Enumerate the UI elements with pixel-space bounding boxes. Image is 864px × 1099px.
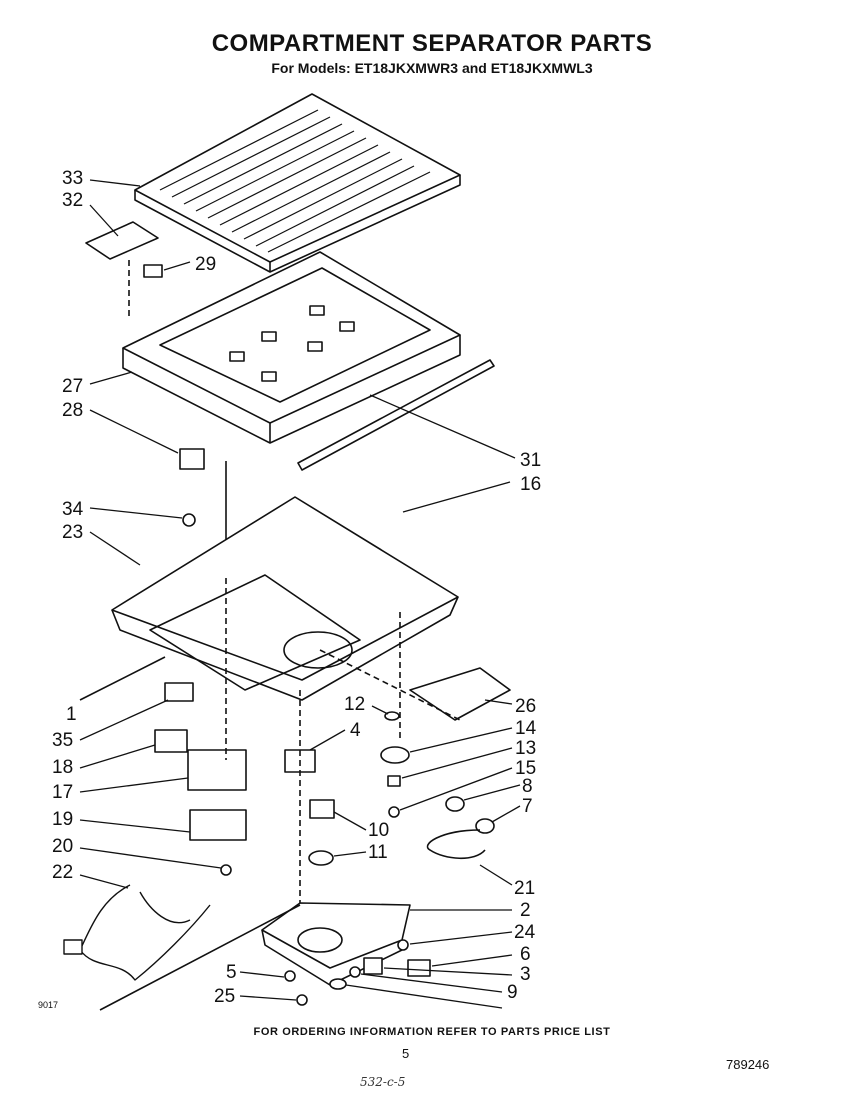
part-28-block [179,448,205,470]
callout: 17 [52,782,73,803]
callout: 6 [520,944,531,965]
part-23-separator-pan [111,496,459,701]
part-11-grommet [308,850,334,866]
callout: 27 [62,376,83,397]
callout: 22 [52,862,73,883]
part-7-socket [475,818,495,834]
part-18-insulator [154,729,188,753]
callout: 18 [52,757,73,778]
callout: 32 [62,190,83,211]
callout-labels: 33 32 29 27 28 31 16 34 23 1 35 18 17 19… [52,168,541,1007]
figure-code: 9017 [38,1000,59,1010]
part-10-switch [309,799,335,819]
part-13-pin [387,775,401,787]
callout: 11 [368,842,388,863]
callout: 24 [514,922,536,943]
part-12-washer [384,711,400,721]
part-19-control [189,809,247,841]
callout: 28 [62,400,83,421]
model-subtitle: For Models: ET18JKXMWR3 and ET18JKXMWL3 [271,60,593,76]
page-number: 5 [402,1046,410,1061]
part-22-wire-harness [63,884,211,981]
callout: 12 [344,694,365,715]
callout: 20 [52,836,73,857]
callout: 9 [507,982,518,1003]
document-number: 789246 [726,1057,770,1072]
part-8-lamp [445,796,465,812]
callout: 19 [52,809,73,830]
part-5-screw [284,970,296,982]
callout: 26 [515,696,536,717]
page-title: COMPARTMENT SEPARATOR PARTS [211,30,653,57]
callout: 5 [226,962,237,983]
part-9-washer [329,978,347,990]
callout: 4 [350,720,361,741]
callout: 14 [515,718,537,739]
part-34-plug [182,513,196,527]
part-31-gasket-strip [297,359,495,471]
part-33-shelf-grille [134,93,461,273]
callout: 29 [195,254,216,275]
callout: 33 [62,168,83,189]
part-32-label [85,221,159,260]
callout: 16 [520,474,541,495]
callout: 7 [522,796,533,817]
callout: 35 [52,730,73,751]
callout: 3 [520,964,531,985]
part-27-separator-frame [122,251,461,444]
part-15-screw [388,806,400,818]
part-3-terminal [363,957,383,975]
ordering-note: FOR ORDERING INFORMATION REFER TO PARTS … [253,1026,611,1038]
part-21-lead [426,829,486,860]
callout: 31 [520,450,541,471]
part-2-base-cover [261,902,411,986]
callout: 13 [515,738,536,759]
part-35-bracket [164,682,194,702]
callout: 21 [514,878,535,899]
callout: 1 [66,704,77,725]
part-29-clip [143,264,163,278]
part-17-housing [187,749,247,791]
part-6-connector [407,959,431,977]
part-24-screw [397,939,409,951]
part-26-duct [409,667,511,721]
callout: 2 [520,900,531,921]
part-25-screw [349,966,361,978]
callout: 34 [62,499,84,520]
callout: 25 [214,986,235,1007]
callout: 8 [522,776,533,797]
part-14-bushing [380,746,410,764]
part-20-screw [220,864,232,876]
callout: 10 [368,820,389,841]
callout: 23 [62,522,83,543]
callout: 15 [515,758,536,779]
handwritten-note: 532-c-5 [360,1075,406,1089]
